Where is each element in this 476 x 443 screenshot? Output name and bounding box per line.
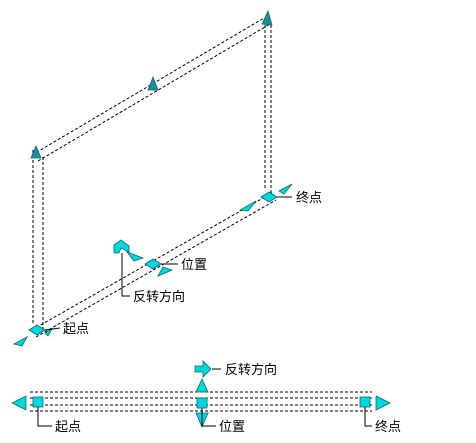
plan-start-label: 起点 bbox=[55, 420, 81, 435]
start-arrow-grip-icon[interactable] bbox=[44, 327, 54, 337]
plan-end-arrow-icon[interactable] bbox=[375, 395, 391, 411]
plan-flip-arrow-icon[interactable] bbox=[194, 360, 212, 378]
plan-start-arrow-icon[interactable] bbox=[11, 395, 27, 411]
plan-position-square-icon[interactable] bbox=[196, 397, 208, 409]
plan-leaders bbox=[37, 368, 372, 427]
end-arrow-grip-icon[interactable] bbox=[278, 183, 293, 195]
iso-outline bbox=[31, 17, 277, 338]
plan-start-square-icon[interactable] bbox=[32, 396, 44, 408]
iso-leaders bbox=[44, 196, 292, 331]
flip-arrow-icon[interactable] bbox=[113, 239, 130, 254]
plan-position-label: 位置 bbox=[219, 420, 245, 435]
iso-flip-label: 反转方向 bbox=[133, 289, 185, 305]
start-arrow-grip-icon[interactable] bbox=[12, 336, 29, 347]
position-arrow-grip-icon[interactable] bbox=[125, 251, 145, 262]
triangle-grip-icon[interactable] bbox=[261, 9, 273, 26]
plan-position-up-arrow-icon[interactable] bbox=[195, 378, 209, 393]
plan-grips bbox=[11, 360, 391, 429]
end-arrow-grip-icon[interactable] bbox=[238, 200, 257, 212]
position-arrow-grip-icon[interactable] bbox=[157, 266, 174, 277]
iso-position-label: 位置 bbox=[181, 258, 207, 273]
iso-end-label: 终点 bbox=[296, 190, 322, 206]
plan-end-label: 终点 bbox=[375, 419, 401, 435]
triangle-grip-icon[interactable] bbox=[147, 75, 159, 91]
plan-flip-label: 反转方向 bbox=[225, 362, 277, 378]
iso-grips bbox=[12, 9, 293, 347]
end-diamond-grip-icon[interactable] bbox=[260, 191, 278, 203]
plan-end-square-icon[interactable] bbox=[359, 396, 371, 408]
triangle-grip-icon[interactable] bbox=[30, 144, 42, 159]
iso-start-label: 起点 bbox=[63, 322, 89, 337]
